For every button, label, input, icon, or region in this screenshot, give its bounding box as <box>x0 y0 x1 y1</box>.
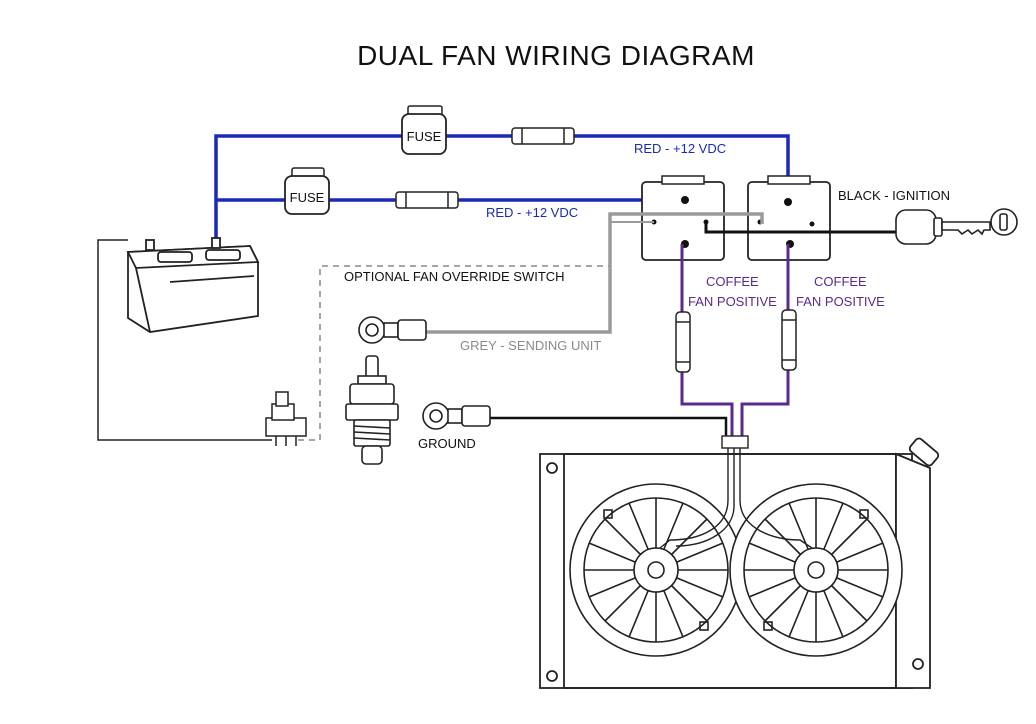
label-coffee-right: COFFEE <box>814 274 867 289</box>
fuse-bottom: FUSE <box>284 167 330 215</box>
label-coffee-left: COFFEE <box>706 274 759 289</box>
coffee-fan-wires <box>680 244 790 438</box>
label-red-bottom: RED - +12 VDC <box>486 205 578 220</box>
label-override-switch: OPTIONAL FAN OVERRIDE SWITCH <box>344 269 565 284</box>
label-red-top: RED - +12 VDC <box>634 141 726 156</box>
fuse-bottom-label: FUSE <box>290 190 325 205</box>
fuse-top: FUSE <box>401 105 447 155</box>
ring-terminal-sending <box>358 316 427 344</box>
override-dashed-line <box>298 265 610 441</box>
ring-terminal-ground <box>422 402 491 430</box>
label-fan-positive-left: FAN POSITIVE <box>688 294 777 309</box>
inline-connectors-coffee <box>675 309 797 373</box>
toggle-switch <box>265 391 307 446</box>
label-fan-positive-right: FAN POSITIVE <box>796 294 885 309</box>
ground-wire <box>488 416 728 440</box>
label-ground: GROUND <box>418 436 476 451</box>
fuse-top-label: FUSE <box>407 129 442 144</box>
fan-right <box>729 483 903 657</box>
fan-left <box>569 483 743 657</box>
diagram-title: DUAL FAN WIRING DIAGRAM <box>357 40 755 71</box>
inline-connectors-red <box>395 127 575 209</box>
label-grey-sending: GREY - SENDING UNIT <box>460 338 601 353</box>
switch-battery-wire <box>97 239 272 441</box>
black-ignition-wire <box>704 222 900 234</box>
sending-unit-icon <box>345 355 399 465</box>
ignition-key-icon <box>895 208 1018 245</box>
grey-sending-wire <box>424 212 764 334</box>
battery <box>126 237 260 333</box>
label-black-ignition: BLACK - IGNITION <box>838 188 950 203</box>
fan-harness <box>659 435 813 549</box>
